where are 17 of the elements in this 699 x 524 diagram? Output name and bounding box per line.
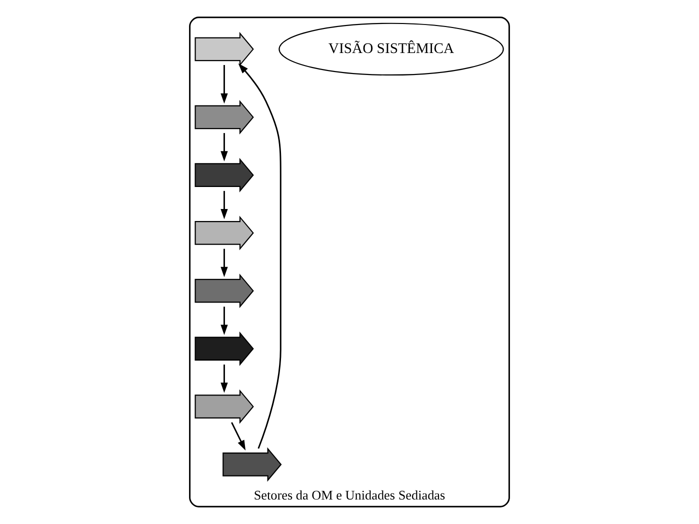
arrow — [220, 190, 228, 220]
node-arrow — [194, 331, 254, 366]
arrow — [220, 133, 228, 162]
arrow — [220, 306, 228, 336]
arrow — [238, 63, 282, 449]
node-arrow — [194, 158, 254, 192]
arrow — [220, 364, 228, 393]
node-arrow — [194, 100, 254, 134]
arrow — [231, 422, 246, 451]
node-arrow — [194, 274, 254, 308]
arrow — [220, 65, 228, 104]
arrow — [220, 248, 228, 278]
node-arrow — [222, 447, 282, 482]
node-ellipse: VISÃO SISTÊMICA — [278, 22, 504, 76]
node-arrow — [194, 32, 254, 66]
node-arrow — [194, 216, 254, 250]
node-arrow — [194, 389, 254, 424]
